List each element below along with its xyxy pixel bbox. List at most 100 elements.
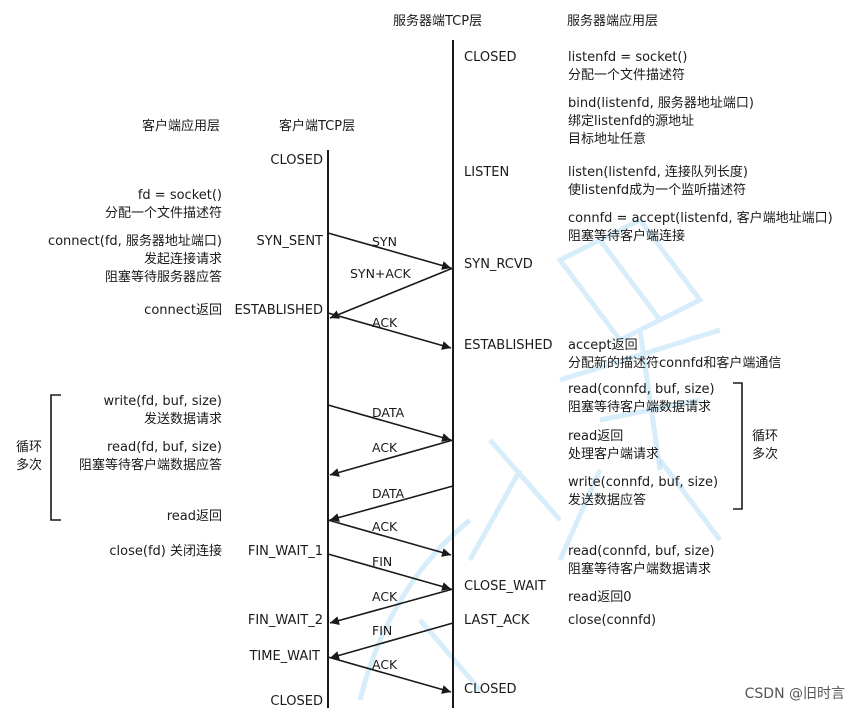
server-note-line: 目标地址任意 [568, 131, 646, 147]
ack-1-arrow [327, 312, 452, 350]
server-note-line: listen(listenfd, 连接队列长度) [568, 164, 748, 180]
server-note-read-eof: read(connfd, buf, size) 阻塞等待客户端数据请求 [568, 544, 715, 577]
server-note-line: write(connfd, buf, size) [568, 475, 718, 490]
client-note-socket: fd = socket() 分配一个文件描述符 [105, 188, 222, 221]
server-state-last-ack: LAST_ACK [464, 613, 530, 628]
fin-1-arrow [327, 553, 452, 591]
server-note-line: connfd = accept(listenfd, 客户端地址端口) [568, 210, 833, 226]
client-note-line: write(fd, buf, size) [104, 394, 222, 409]
ack-4-arrow [329, 588, 454, 625]
server-note-line: read(connfd, buf, size) [568, 382, 715, 397]
server-note-line: 阻塞等待客户端数据请求 [568, 399, 711, 415]
client-note-line: 发送数据请求 [144, 411, 222, 427]
client-note-line: connect(fd, 服务器地址端口) [48, 233, 222, 249]
server-note-line: accept返回 [568, 338, 638, 353]
syn-arrow [327, 232, 452, 270]
server-note-line: 发送数据应答 [568, 492, 646, 508]
client-note-line: read返回 [167, 509, 222, 524]
client-state-closed-top: CLOSED [270, 153, 323, 168]
watermark-stroke [418, 438, 562, 692]
server-note-line: 分配一个文件描述符 [568, 67, 685, 83]
client-note-close: close(fd) 关闭连接 [109, 543, 222, 559]
client-note-read-return: read返回 [167, 509, 222, 524]
server-note-socket: listenfd = socket() 分配一个文件描述符 [568, 50, 688, 83]
client-app-header: 客户端应用层 [142, 118, 220, 134]
server-app-header: 服务器端应用层 [567, 13, 658, 29]
client-state-fin-wait-1: FIN_WAIT_1 [248, 544, 323, 559]
server-state-closed-top: CLOSED [464, 50, 517, 65]
server-note-write: write(connfd, buf, size) 发送数据应答 [568, 475, 718, 508]
client-state-closed-bottom: CLOSED [270, 694, 323, 709]
server-note-line: close(connfd) [568, 613, 656, 628]
server-note-line: listenfd = socket() [568, 50, 688, 65]
server-loop-label: 多次 [752, 446, 778, 462]
client-note-connect-return: connect返回 [144, 303, 222, 318]
client-note-line: 阻塞等待客户端数据应答 [79, 457, 222, 473]
data-1-arrow [327, 404, 452, 442]
fin-2-label: FIN [372, 623, 392, 638]
client-state-syn-sent: SYN_SENT [256, 234, 323, 249]
data-1-label: DATA [372, 405, 405, 420]
ack-5-arrow [327, 656, 452, 694]
server-note-line: 使listenfd成为一个监听描述符 [568, 182, 746, 198]
ack-1-label: ACK [372, 315, 398, 330]
client-tcp-header: 客户端TCP层 [279, 118, 355, 134]
client-loop-label: 循环 [16, 440, 42, 455]
server-note-close: close(connfd) [568, 613, 656, 628]
watermark-stroke [557, 458, 722, 562]
server-state-syn-rcvd: SYN_RCVD [464, 257, 533, 272]
client-note-line: fd = socket() [138, 188, 222, 203]
client-loop-label: 多次 [16, 457, 42, 473]
server-note-accept-return: accept返回 分配新的描述符connfd和客户端通信 [568, 338, 781, 371]
ack-3-arrow [327, 519, 452, 557]
client-note-line: 发起连接请求 [144, 251, 222, 267]
syn-ack-arrow [329, 267, 454, 319]
ack-2-label: ACK [372, 440, 398, 455]
server-loop-bracket [733, 382, 743, 510]
server-note-line: 阻塞等待客户端数据请求 [568, 561, 711, 577]
server-note-read-return: read返回 处理客户端请求 [568, 429, 659, 462]
background-watermark-glyphs [357, 216, 722, 701]
syn-label: SYN [372, 234, 397, 249]
client-note-line: read(fd, buf, size) [107, 440, 222, 455]
ack-3-label: ACK [372, 519, 398, 534]
server-note-read-zero: read返回0 [568, 590, 632, 605]
ack-5-label: ACK [372, 657, 398, 672]
syn-ack-label: SYN+ACK [350, 266, 411, 281]
server-note-listen: listen(listenfd, 连接队列长度) 使listenfd成为一个监听… [568, 164, 748, 198]
client-note-line: close(fd) 关闭连接 [109, 543, 222, 559]
server-loop-label: 循环 [752, 429, 778, 444]
data-2-label: DATA [372, 486, 405, 501]
client-state-established: ESTABLISHED [234, 303, 323, 318]
server-note-line: read返回 [568, 429, 623, 444]
server-note-read: read(connfd, buf, size) 阻塞等待客户端数据请求 [568, 382, 715, 415]
client-note-line: 阻塞等待服务器应答 [105, 269, 222, 285]
ack-2-arrow [329, 439, 454, 477]
data-2-arrow [329, 485, 454, 522]
client-loop-bracket [50, 394, 61, 521]
csdn-watermark-text: CSDN @旧时言 [745, 686, 845, 702]
server-note-line: 处理客户端请求 [568, 446, 659, 462]
fin-1-label: FIN [372, 554, 392, 569]
server-state-closed-bottom: CLOSED [464, 682, 517, 697]
server-note-line: 分配新的描述符connfd和客户端通信 [568, 355, 781, 371]
ack-4-label: ACK [372, 589, 398, 604]
client-note-read: read(fd, buf, size) 阻塞等待客户端数据应答 [79, 440, 222, 473]
client-note-line: connect返回 [144, 303, 222, 318]
server-note-line: bind(listenfd, 服务器地址端口) [568, 95, 754, 111]
client-state-time-wait: TIME_WAIT [248, 649, 320, 664]
fin-2-arrow [329, 622, 454, 660]
server-tcp-header: 服务器端TCP层 [393, 13, 482, 29]
server-note-line: 绑定listenfd的源地址 [568, 113, 694, 129]
server-note-bind: bind(listenfd, 服务器地址端口) 绑定listenfd的源地址 目… [568, 95, 754, 147]
server-note-accept: connfd = accept(listenfd, 客户端地址端口) 阻塞等待客… [568, 210, 833, 244]
server-note-line: read(connfd, buf, size) [568, 544, 715, 559]
server-state-listen: LISTEN [464, 165, 509, 180]
client-note-write: write(fd, buf, size) 发送数据请求 [104, 394, 222, 427]
client-state-fin-wait-2: FIN_WAIT_2 [248, 613, 323, 628]
client-note-connect: connect(fd, 服务器地址端口) 发起连接请求 阻塞等待服务器应答 [48, 233, 222, 285]
server-state-established: ESTABLISHED [464, 338, 553, 353]
server-note-line: read返回0 [568, 590, 632, 605]
server-state-close-wait: CLOSE_WAIT [464, 579, 546, 594]
